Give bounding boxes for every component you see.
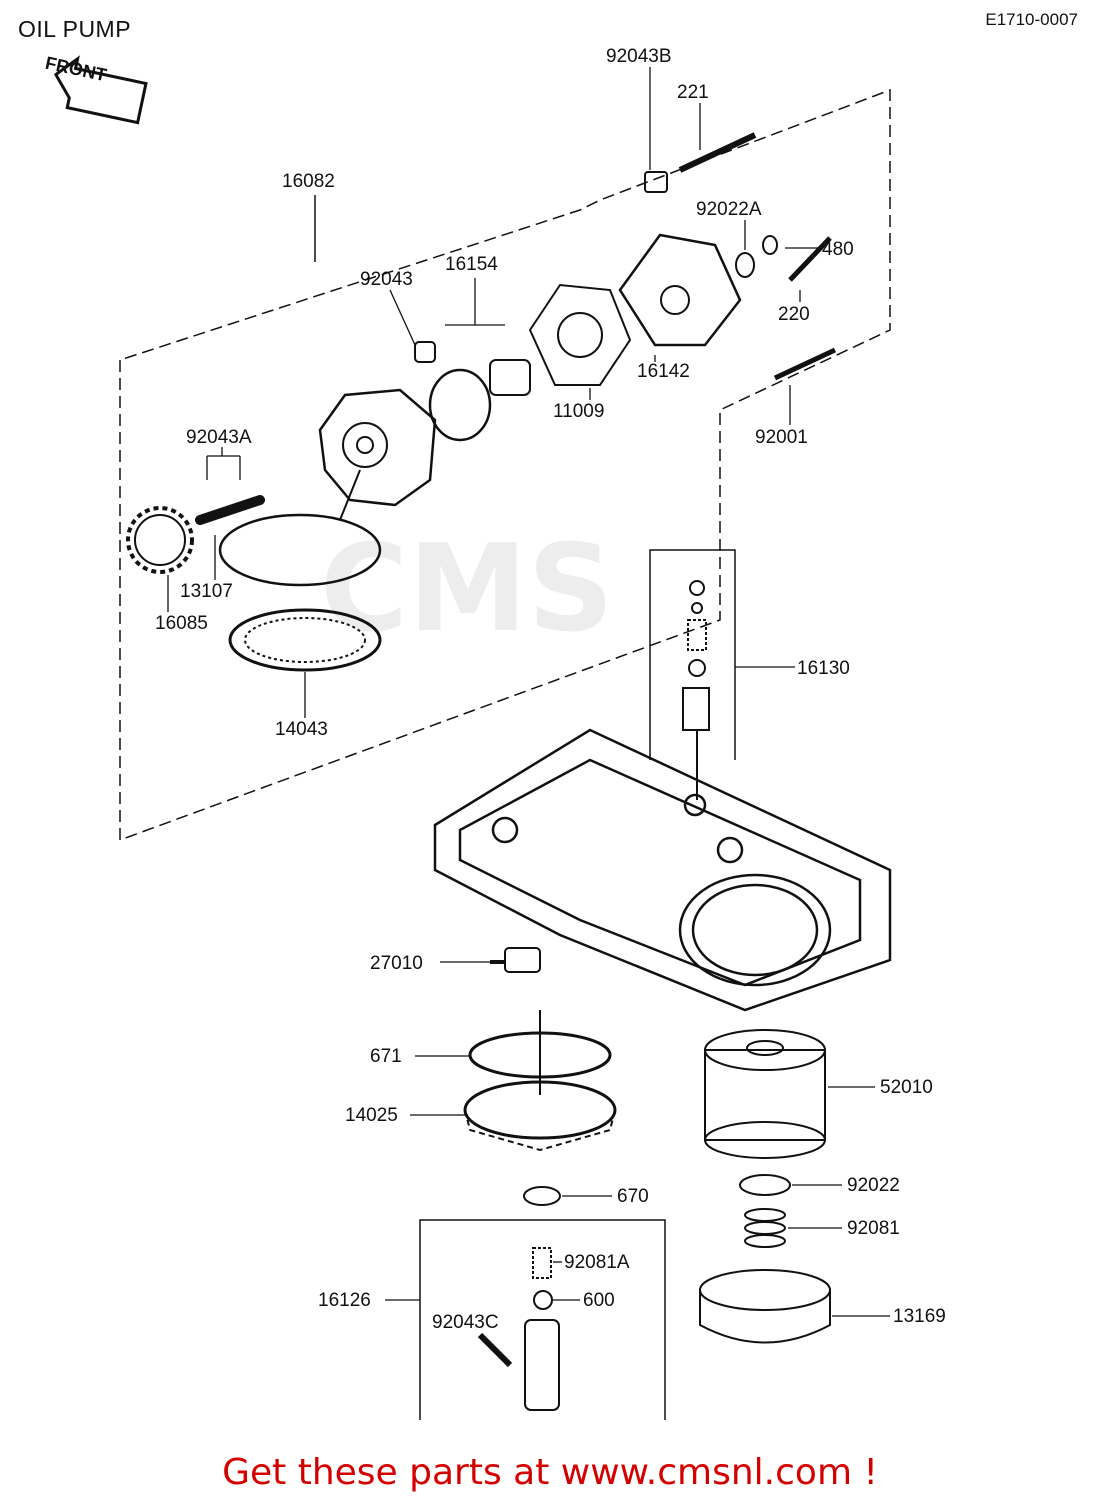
part-label-16142[interactable]: 16142 (637, 361, 690, 382)
part-label-16082[interactable]: 16082 (282, 171, 335, 192)
part-label-16154[interactable]: 16154 (445, 254, 498, 275)
part-label-92043A[interactable]: 92043A (186, 427, 252, 448)
strainer-screen (228, 608, 382, 672)
oil-pan-frame (433, 728, 892, 1012)
assembly-outline-16082 (119, 88, 891, 842)
gasket-11009 (528, 283, 632, 386)
outer-rotor (428, 368, 492, 442)
part-label-600[interactable]: 600 (583, 1290, 615, 1311)
sprocket-16085 (126, 506, 194, 574)
watermark-logo: CMS (320, 520, 614, 659)
footer-promo-link[interactable]: Get these parts at www.cmsnl.com ! (222, 1452, 878, 1493)
part-label-480[interactable]: 480 (822, 239, 854, 260)
part-label-11009[interactable]: 11009 (553, 401, 605, 422)
oil-pressure-switch (504, 947, 541, 973)
part-label-92043B[interactable]: 92043B (606, 46, 672, 67)
part-label-13107[interactable]: 13107 (180, 581, 233, 602)
part-label-92081[interactable]: 92081 (847, 1218, 900, 1239)
oil-pump-body (318, 388, 437, 507)
front-arrow-icon (53, 55, 148, 125)
part-label-27010[interactable]: 27010 (370, 953, 423, 974)
part-label-670[interactable]: 670 (617, 1186, 649, 1207)
part-label-16126[interactable]: 16126 (318, 1290, 371, 1311)
part-label-13169[interactable]: 13169 (893, 1306, 946, 1327)
part-label-92001[interactable]: 92001 (755, 427, 808, 448)
part-label-92043C[interactable]: 92043C (432, 1312, 499, 1333)
strainer-housing (218, 513, 382, 587)
relief-valve-box-16130 (649, 549, 736, 760)
part-label-221[interactable]: 221 (677, 82, 709, 103)
part-label-92043[interactable]: 92043 (360, 269, 413, 290)
part-label-92081A[interactable]: 92081A (564, 1252, 630, 1273)
part-label-16085[interactable]: 16085 (155, 613, 208, 634)
part-label-92022[interactable]: 92022 (847, 1175, 900, 1196)
oil-filter-52010 (704, 1029, 826, 1159)
washer-92022 (739, 1174, 791, 1196)
diagram-code: E1710-0007 (985, 10, 1078, 29)
inner-rotor (489, 359, 531, 396)
part-label-14025[interactable]: 14025 (345, 1105, 398, 1126)
o-ring-670 (523, 1186, 561, 1206)
part-label-220[interactable]: 220 (778, 304, 810, 325)
part-label-671[interactable]: 671 (370, 1046, 402, 1067)
part-label-14043[interactable]: 14043 (275, 719, 328, 740)
part-label-16130[interactable]: 16130 (797, 658, 850, 679)
filter-cup-13169 (699, 1269, 831, 1344)
part-label-52010[interactable]: 52010 (880, 1077, 933, 1098)
part-label-92022A[interactable]: 92022A (696, 199, 762, 220)
bypass-valve-box-16126 (419, 1219, 666, 1420)
spring-92081 (744, 1208, 786, 1248)
pump-cover-16142 (618, 233, 742, 347)
diagram-title: OIL PUMP (18, 16, 132, 42)
